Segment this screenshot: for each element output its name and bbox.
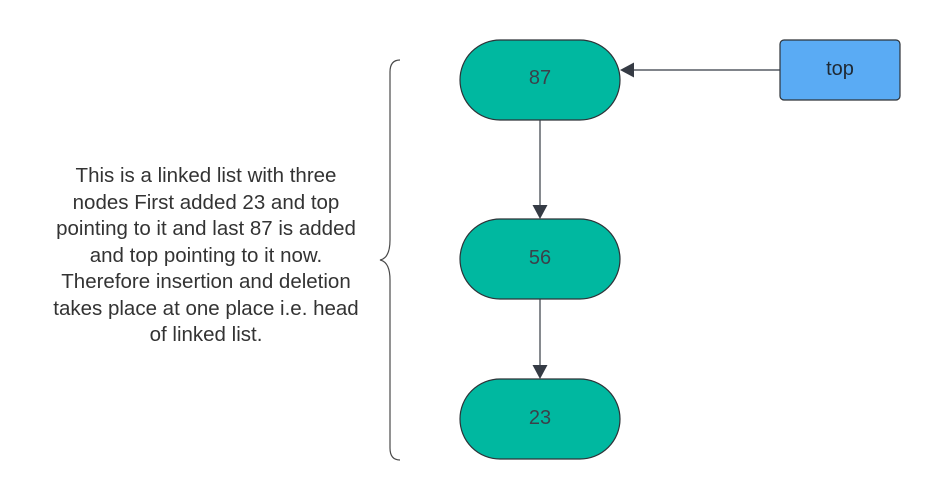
curly-brace (379, 59, 401, 461)
arrow-top-to-87 (620, 62, 780, 78)
node-value: 87 (529, 67, 551, 89)
node-value: 56 (529, 247, 551, 269)
arrowhead (532, 365, 548, 379)
arrowhead (620, 62, 634, 78)
node-value: 23 (529, 407, 551, 429)
diagram-description: This is a linked list with three nodes F… (53, 164, 359, 346)
arrow-56-to-23 (532, 299, 548, 379)
top-pointer: top (779, 39, 901, 101)
list-node-87: 87 (459, 39, 621, 121)
list-node-56: 56 (459, 218, 621, 300)
arrowhead (532, 205, 548, 219)
pointer-label: top (826, 58, 854, 80)
list-node-23: 23 (459, 378, 621, 460)
arrow-87-to-56 (532, 120, 548, 219)
